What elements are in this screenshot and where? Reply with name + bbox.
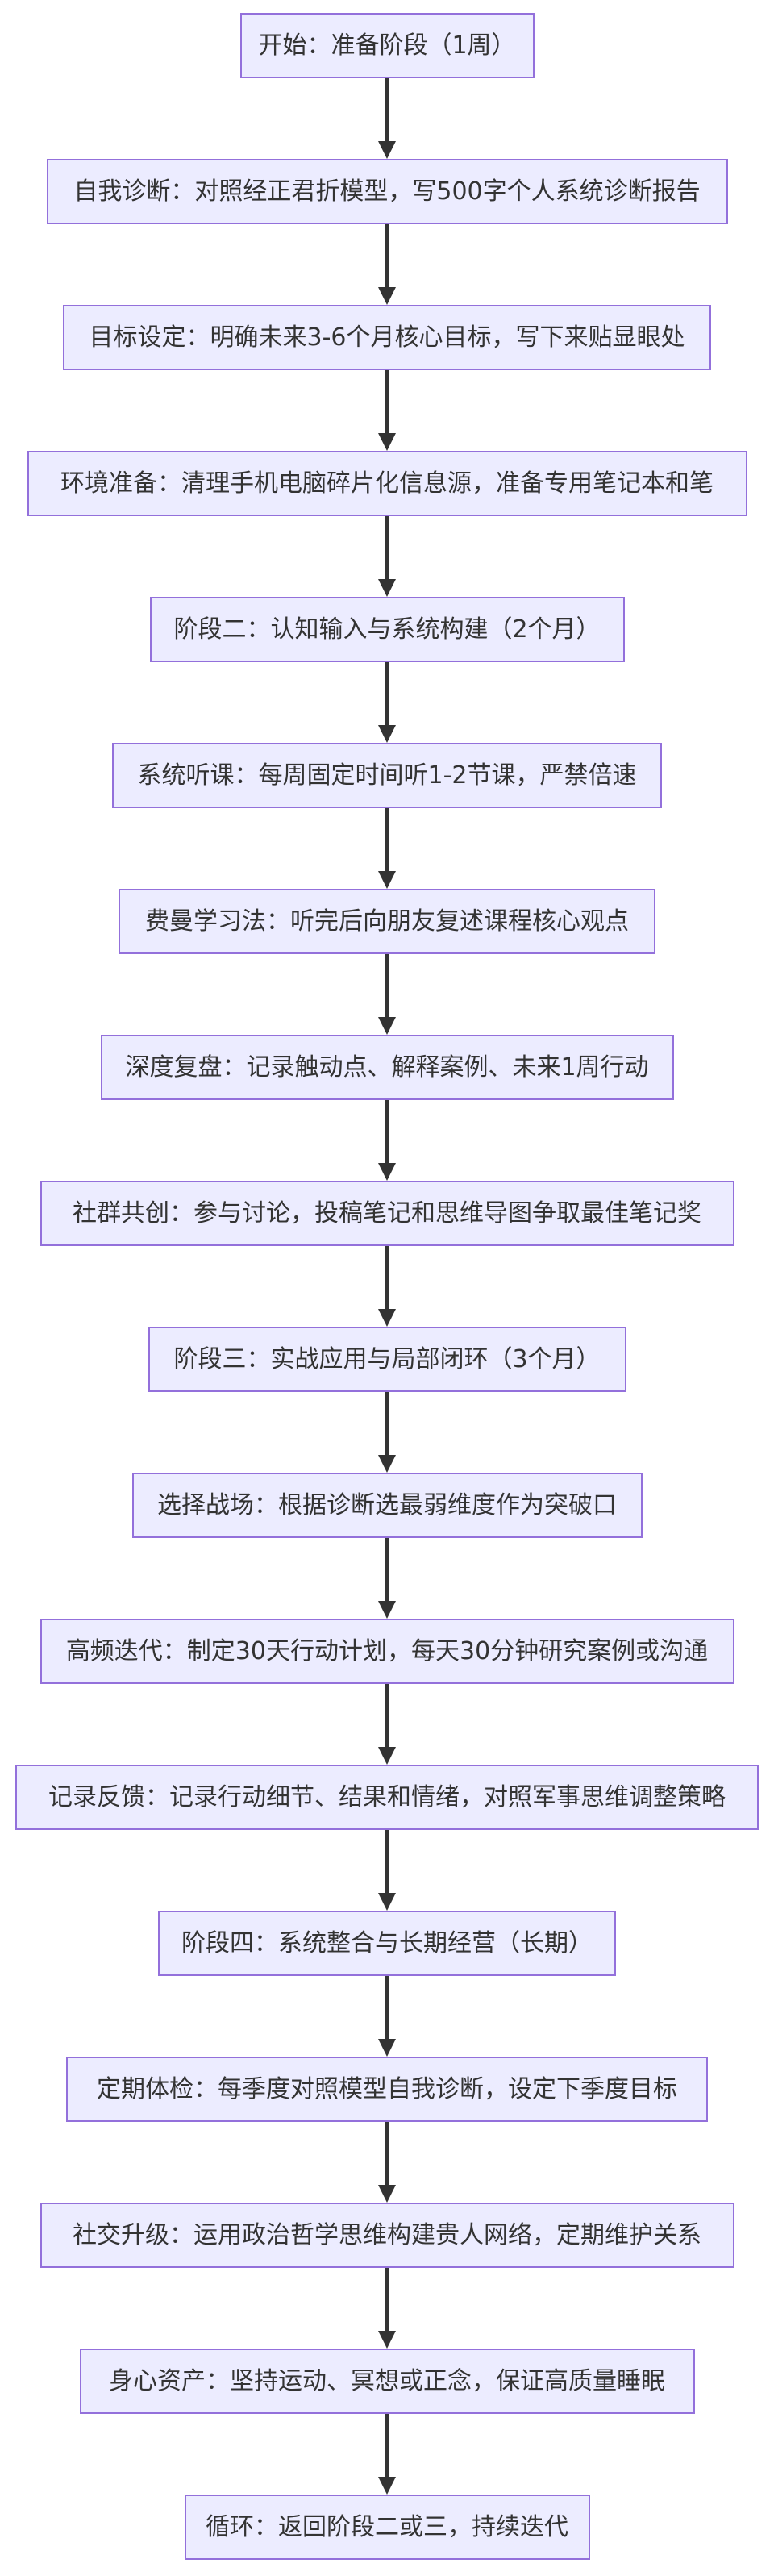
node-record-feedback: 记录反馈：记录行动细节、结果和情绪，对照军事思维调整策略 bbox=[15, 1765, 759, 1830]
node-social-upgrade: 社交升级：运用政治哲学思维构建贵人网络，定期维护关系 bbox=[40, 2203, 734, 2268]
flow-arrow bbox=[378, 808, 396, 889]
node-label: 环境准备：清理手机电脑碎片化信息源，准备专用笔记本和笔 bbox=[60, 469, 714, 498]
node-label: 阶段二：认知输入与系统构建（2个月） bbox=[173, 615, 601, 644]
flow-arrow bbox=[378, 662, 396, 743]
node-label: 自我诊断：对照经正君折模型，写500字个人系统诊断报告 bbox=[73, 177, 701, 206]
node-label: 深度复盘：记录触动点、解释案例、未来1周行动 bbox=[125, 1053, 649, 1082]
node-regular-checkup: 定期体检：每季度对照模型自我诊断，设定下季度目标 bbox=[66, 2057, 708, 2122]
node-self-diagnosis: 自我诊断：对照经正君折模型，写500字个人系统诊断报告 bbox=[46, 159, 728, 224]
node-label: 费曼学习法：听完后向朋友复述课程核心观点 bbox=[145, 907, 629, 936]
flow-arrow bbox=[378, 1538, 396, 1619]
flow-arrow bbox=[378, 78, 396, 159]
flow-arrow bbox=[378, 1100, 396, 1181]
node-goal-setting: 目标设定：明确未来3-6个月核心目标，写下来贴显眼处 bbox=[63, 305, 711, 370]
flow-arrow bbox=[378, 1684, 396, 1765]
node-community-cocreation: 社群共创：参与讨论，投稿笔记和思维导图争取最佳笔记奖 bbox=[40, 1181, 734, 1246]
node-label: 阶段四：系统整合与长期经营（长期） bbox=[181, 1929, 593, 1957]
node-mind-body-assets: 身心资产：坚持运动、冥想或正念，保证高质量睡眠 bbox=[79, 2349, 695, 2414]
node-label: 目标设定：明确未来3-6个月核心目标，写下来贴显眼处 bbox=[89, 323, 685, 352]
flow-arrow bbox=[378, 2122, 396, 2203]
node-label: 开始：准备阶段（1周） bbox=[258, 31, 516, 60]
flow-arrow bbox=[378, 1976, 396, 2057]
flow-arrow bbox=[378, 1246, 396, 1327]
node-deep-review: 深度复盘：记录触动点、解释案例、未来1周行动 bbox=[100, 1035, 674, 1100]
flow-arrow bbox=[378, 370, 396, 451]
flow-arrow bbox=[378, 2414, 396, 2495]
node-choose-battlefield: 选择战场：根据诊断选最弱维度作为突破口 bbox=[131, 1473, 643, 1538]
node-label: 社群共创：参与讨论，投稿笔记和思维导图争取最佳笔记奖 bbox=[73, 1199, 701, 1228]
node-label: 记录反馈：记录行动细节、结果和情绪，对照军事思维调整策略 bbox=[48, 1783, 726, 1811]
node-label: 循环：返回阶段二或三，持续迭代 bbox=[206, 2513, 568, 2541]
node-label: 身心资产：坚持运动、冥想或正念，保证高质量睡眠 bbox=[109, 2367, 665, 2395]
node-label: 社交升级：运用政治哲学思维构建贵人网络，定期维护关系 bbox=[73, 2221, 701, 2249]
flow-arrow bbox=[378, 224, 396, 305]
node-feynman-method: 费曼学习法：听完后向朋友复述课程核心观点 bbox=[119, 889, 655, 954]
flow-arrow bbox=[378, 1830, 396, 1911]
node-high-frequency-iteration: 高频迭代：制定30天行动计划，每天30分钟研究案例或沟通 bbox=[40, 1619, 734, 1684]
flow-arrow bbox=[378, 1392, 396, 1473]
flow-arrow bbox=[378, 954, 396, 1035]
node-system-lectures: 系统听课：每周固定时间听1-2节课，严禁倍速 bbox=[112, 743, 662, 808]
node-environment-prep: 环境准备：清理手机电脑碎片化信息源，准备专用笔记本和笔 bbox=[27, 451, 747, 516]
node-phase-two: 阶段二：认知输入与系统构建（2个月） bbox=[149, 597, 625, 662]
node-label: 系统听课：每周固定时间听1-2节课，严禁倍速 bbox=[137, 761, 637, 790]
node-loop-back: 循环：返回阶段二或三，持续迭代 bbox=[184, 2495, 590, 2560]
node-label: 高频迭代：制定30天行动计划，每天30分钟研究案例或沟通 bbox=[65, 1637, 709, 1665]
flow-arrow bbox=[378, 516, 396, 597]
node-phase-four: 阶段四：系统整合与长期经营（长期） bbox=[158, 1911, 616, 1976]
node-label: 定期体检：每季度对照模型自我诊断，设定下季度目标 bbox=[97, 2075, 677, 2103]
node-phase-three: 阶段三：实战应用与局部闭环（3个月） bbox=[148, 1327, 626, 1392]
flow-arrow bbox=[378, 2268, 396, 2349]
node-start-preparation: 开始：准备阶段（1周） bbox=[239, 13, 535, 78]
node-label: 选择战场：根据诊断选最弱维度作为突破口 bbox=[157, 1491, 617, 1519]
node-label: 阶段三：实战应用与局部闭环（3个月） bbox=[173, 1345, 601, 1373]
